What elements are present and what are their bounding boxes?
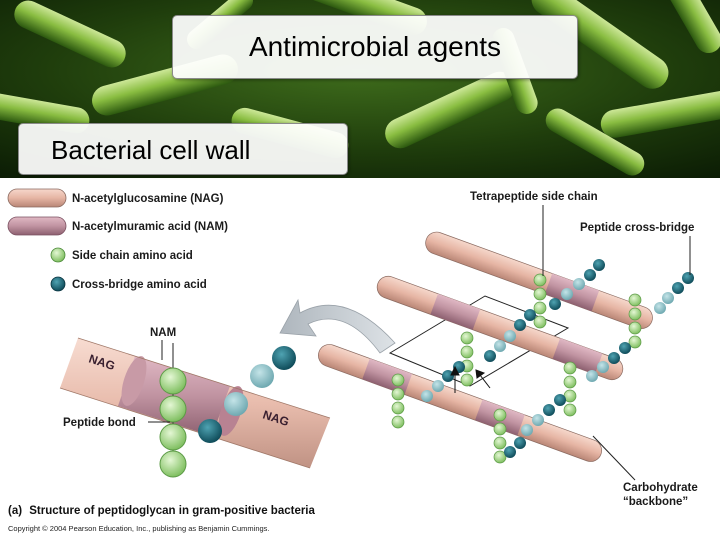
label-peptide-cross-bridge: Peptide cross-bridge: [580, 222, 694, 234]
side-chain-large: [159, 343, 296, 478]
legend-item-nam: N-acetylmuramic acid (NAM): [7, 216, 228, 236]
figure-caption-part: (a): [8, 505, 22, 517]
label-carbohydrate: Carbohydrate: [623, 482, 698, 494]
legend-label-side-chain: Side chain amino acid: [72, 250, 193, 262]
legend-item-cross-bridge: Cross-bridge amino acid: [50, 276, 207, 292]
label-nam: NAM: [150, 327, 176, 339]
legend-item-nag: N-acetylglucosamine (NAG): [7, 188, 224, 208]
peptidoglycan-diagram: N-acetylglucosamine (NAG) N-acetylmurami…: [0, 178, 720, 540]
diagram-canvas: N-acetylglucosamine (NAG) N-acetylmurami…: [7, 188, 698, 533]
page-title: Antimicrobial agents: [172, 15, 578, 79]
label-backbone: “backbone”: [623, 496, 688, 508]
legend-label-cross-bridge: Cross-bridge amino acid: [72, 279, 207, 291]
legend-item-side-chain: Side chain amino acid: [50, 247, 193, 263]
figure-caption: (a) Structure of peptidoglycan in gram-p…: [8, 505, 316, 517]
legend-label-nag: N-acetylglucosamine (NAG): [72, 193, 224, 205]
side-chains: [391, 273, 642, 464]
copyright-notice: Copyright © 2004 Pearson Education, Inc.…: [8, 524, 270, 533]
pointer-arrows: [450, 365, 491, 393]
label-peptide-bond: Peptide bond: [63, 417, 136, 429]
section-subtitle: Bacterial cell wall: [18, 123, 348, 175]
legend-label-nam: N-acetylmuramic acid (NAM): [72, 221, 228, 233]
label-tetrapeptide-side-chain: Tetrapeptide side chain: [470, 191, 598, 203]
legend: N-acetylglucosamine (NAG) N-acetylmurami…: [7, 188, 228, 292]
curved-arrow-icon: [279, 298, 396, 354]
figure-caption-text: Structure of peptidoglycan in gram-posit…: [29, 505, 315, 517]
